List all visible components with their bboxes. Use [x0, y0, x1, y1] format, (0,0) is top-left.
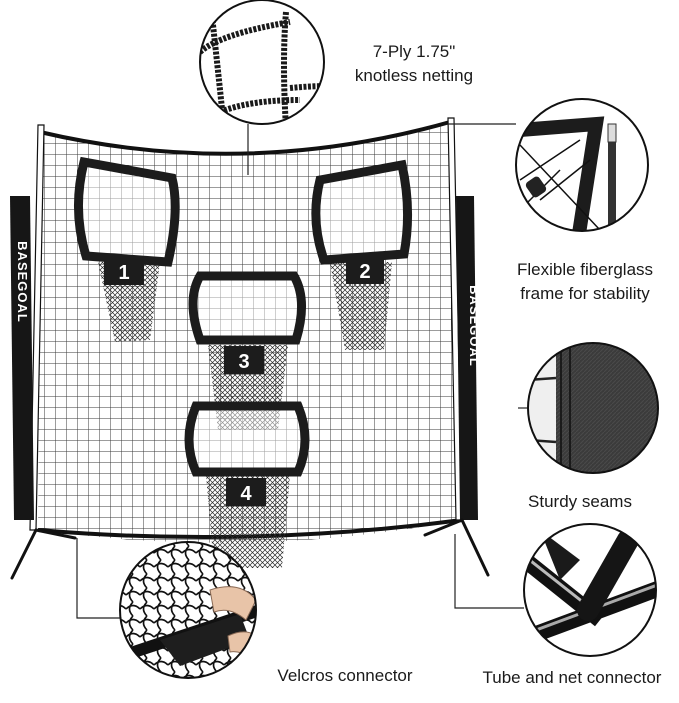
pocket-2: 2 [311, 159, 413, 350]
callout-lines [76, 123, 528, 619]
callout-netting-label: 7-Ply 1.75" knotless netting [354, 42, 474, 85]
callout-velcro-label: Velcros connector [277, 666, 413, 685]
callout-netting-image [199, 0, 325, 125]
callout-frame-image [515, 98, 649, 232]
pocket-number-2: 2 [359, 261, 370, 283]
callout-seams-label: Sturdy seams [528, 492, 632, 511]
pocket-4: 4 [184, 401, 310, 568]
right-sleeve: BASEGOAL [447, 117, 482, 521]
callout-seams-image [527, 342, 659, 474]
base-legs [10, 518, 490, 580]
pocket-1: 1 [74, 156, 180, 342]
pocket-number-3: 3 [238, 351, 249, 373]
pocket-number-1: 1 [118, 262, 129, 284]
pocket-number-4: 4 [240, 483, 252, 505]
callout-velcro-image [119, 541, 257, 679]
callout-frame-label: Flexible fiberglass frame for stability [516, 260, 654, 303]
brand-text-left: BASEGOAL [15, 241, 30, 323]
callout-tube-label: Tube and net connector [482, 668, 662, 687]
callout-tube-image [523, 523, 657, 657]
brand-text-right: BASEGOAL [467, 285, 482, 367]
